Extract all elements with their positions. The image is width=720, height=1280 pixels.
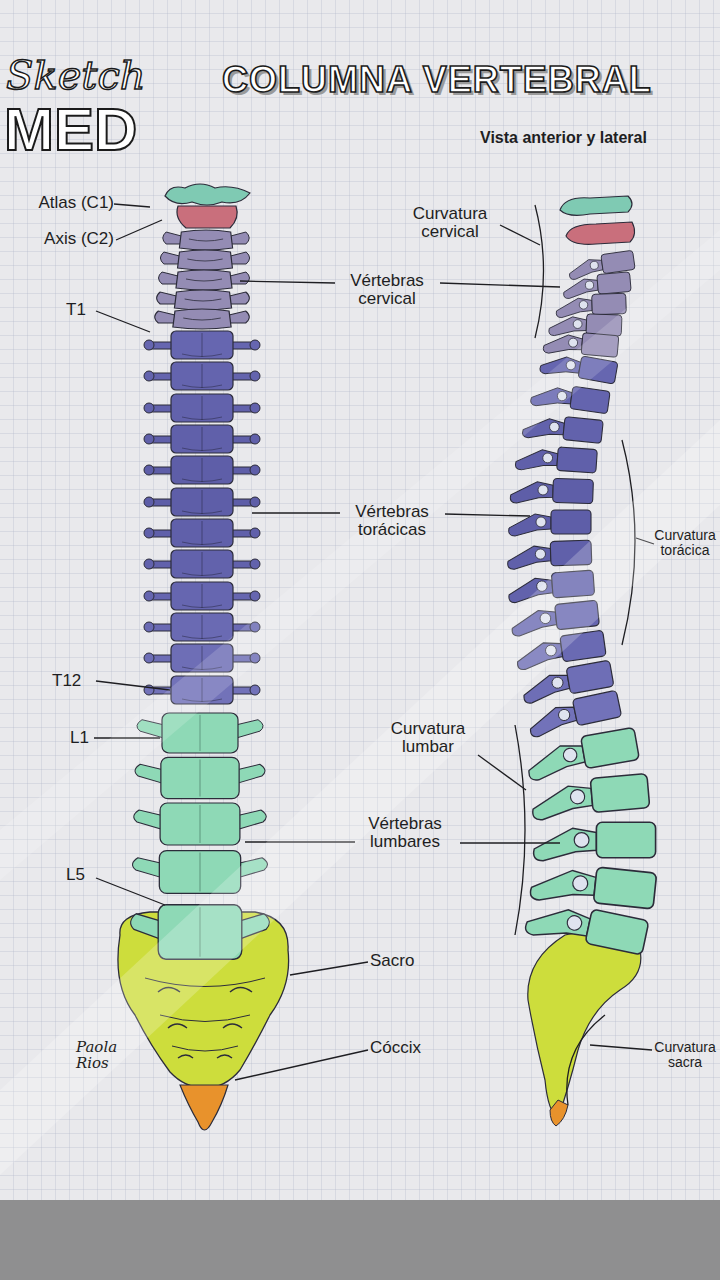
- leader-line: [116, 220, 162, 240]
- thoracic-vertebra: [144, 456, 260, 484]
- vertebra-level: T12: [52, 672, 96, 690]
- leader-line: [478, 755, 526, 790]
- leader-line: [440, 283, 560, 287]
- coccyx-bone: [180, 1085, 228, 1130]
- vertebra-level: L5: [66, 866, 98, 884]
- cervical-vertebra: [155, 309, 250, 329]
- lumbar-vertebra: [534, 822, 656, 860]
- thoracic-vertebra: [144, 519, 260, 547]
- cervical-vertebra: [157, 290, 250, 310]
- part-label: Axis (C2): [14, 230, 114, 248]
- thoracic-vertebra: [144, 362, 260, 390]
- logo-text: Sketch: [6, 54, 166, 96]
- part-label: Sacro: [370, 952, 450, 970]
- curvature-label: Curvatura sacra: [652, 1040, 718, 1069]
- cervical-vertebra: [163, 230, 249, 250]
- leader-line: [114, 204, 150, 207]
- curvature-label: Curvatura lumbar: [372, 720, 484, 756]
- leader-line: [96, 311, 150, 332]
- subtitle: Vista anterior y lateral: [480, 130, 716, 147]
- lumbar-vertebra: [135, 757, 265, 798]
- thoracic-vertebra: [526, 690, 622, 738]
- thoracic-vertebra: [515, 444, 597, 475]
- logo-text: MED: [4, 98, 164, 161]
- leader-line: [96, 878, 165, 905]
- lumbar-vertebra: [524, 727, 640, 781]
- lumbar-vertebra: [524, 896, 649, 958]
- curvature-bracket: [567, 1015, 605, 1105]
- light-band: [0, 420, 720, 1175]
- leader-line: [500, 225, 540, 245]
- grid-paper: [0, 0, 720, 1200]
- coccyx-bone: [550, 1100, 568, 1126]
- thoracic-vertebra: [509, 510, 591, 536]
- atlas-bone: [165, 184, 250, 205]
- leader-line: [252, 512, 340, 513]
- curvature-label: Curvatura cervical: [396, 205, 504, 241]
- curvature-bracket: [535, 205, 544, 338]
- curvature-bracket: [515, 725, 525, 935]
- cervical-vertebra: [160, 250, 249, 270]
- leader-line: [445, 514, 530, 516]
- thoracic-vertebra: [144, 394, 260, 422]
- lumbar-vertebra: [530, 860, 657, 912]
- signature: Paola Rios: [76, 1040, 134, 1072]
- part-label: Cóccix: [370, 1039, 450, 1057]
- thoracic-vertebra: [144, 331, 260, 359]
- leader-line: [460, 842, 560, 843]
- leader-line: [96, 681, 170, 690]
- thoracic-vertebra: [144, 425, 260, 453]
- thoracic-vertebra: [144, 550, 260, 578]
- atlas-bone: [560, 196, 632, 215]
- thoracic-vertebra: [144, 582, 260, 610]
- vertebra-level: L1: [70, 729, 100, 747]
- light-band: [0, 230, 720, 880]
- thoracic-vertebra: [510, 477, 593, 506]
- leader-line: [290, 962, 368, 975]
- axis-bone: [177, 206, 237, 228]
- leader-line: [590, 1045, 652, 1050]
- lumbar-vertebra: [134, 803, 266, 845]
- table-edge: [0, 1200, 720, 1280]
- thoracic-vertebra: [144, 488, 260, 516]
- vertebra-level: T1: [66, 301, 98, 319]
- sacrum-bone: [528, 932, 641, 1118]
- part-label: Vértebras torácicas: [336, 503, 448, 539]
- leader-line: [240, 281, 335, 283]
- axis-bone: [566, 222, 635, 244]
- page-title: COLUMNA VERTEBRAL: [222, 62, 652, 98]
- leader-line: [235, 1050, 368, 1080]
- part-label: Vértebras lumbares: [346, 815, 464, 851]
- part-label: Atlas (C1): [10, 194, 114, 212]
- lumbar-vertebra: [530, 774, 650, 821]
- part-label: Vértebras cervical: [333, 272, 441, 308]
- curvature-label: Curvatura torácica: [652, 528, 718, 557]
- cervical-vertebra: [159, 270, 250, 290]
